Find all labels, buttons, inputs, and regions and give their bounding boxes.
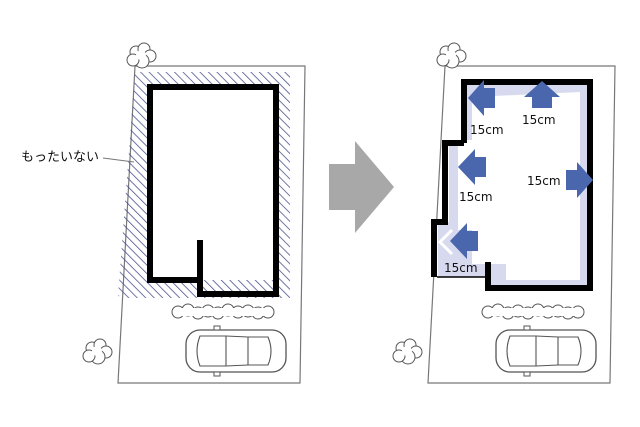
dimension-label: 15cm bbox=[527, 174, 561, 188]
expand-left-arrow-icon bbox=[458, 149, 486, 185]
wasted-space-leader bbox=[102, 157, 135, 163]
tree-icon bbox=[82, 338, 113, 365]
tree-icon bbox=[436, 42, 467, 69]
car-icon bbox=[495, 325, 597, 377]
expand-right-arrow-icon bbox=[566, 162, 593, 198]
wasted-space-label: もったいない bbox=[21, 150, 99, 165]
after-plan: 15cm 15cm 15cm 15cm bbox=[392, 42, 616, 384]
expand-left-arrow-icon bbox=[450, 223, 478, 259]
wasted-space-hatch bbox=[118, 72, 290, 298]
transition-arrow-icon bbox=[329, 141, 394, 233]
dimension-label: 15cm bbox=[444, 261, 478, 275]
tree-icon bbox=[392, 338, 423, 365]
tree-icon bbox=[126, 42, 157, 69]
dimension-label: 15cm bbox=[522, 113, 556, 127]
expansion-area bbox=[438, 82, 590, 288]
house-walls bbox=[431, 79, 593, 291]
site-boundary bbox=[427, 65, 616, 384]
dimension-label: 15cm bbox=[459, 190, 493, 204]
dimension-label: 15cm bbox=[470, 123, 504, 137]
before-plan: もったいない bbox=[21, 42, 306, 384]
house-walls bbox=[147, 84, 279, 297]
expand-up-arrow-icon bbox=[524, 81, 560, 108]
chevron-left-icon bbox=[437, 228, 454, 256]
car-icon bbox=[185, 325, 287, 377]
expand-left-arrow-icon bbox=[468, 80, 495, 116]
